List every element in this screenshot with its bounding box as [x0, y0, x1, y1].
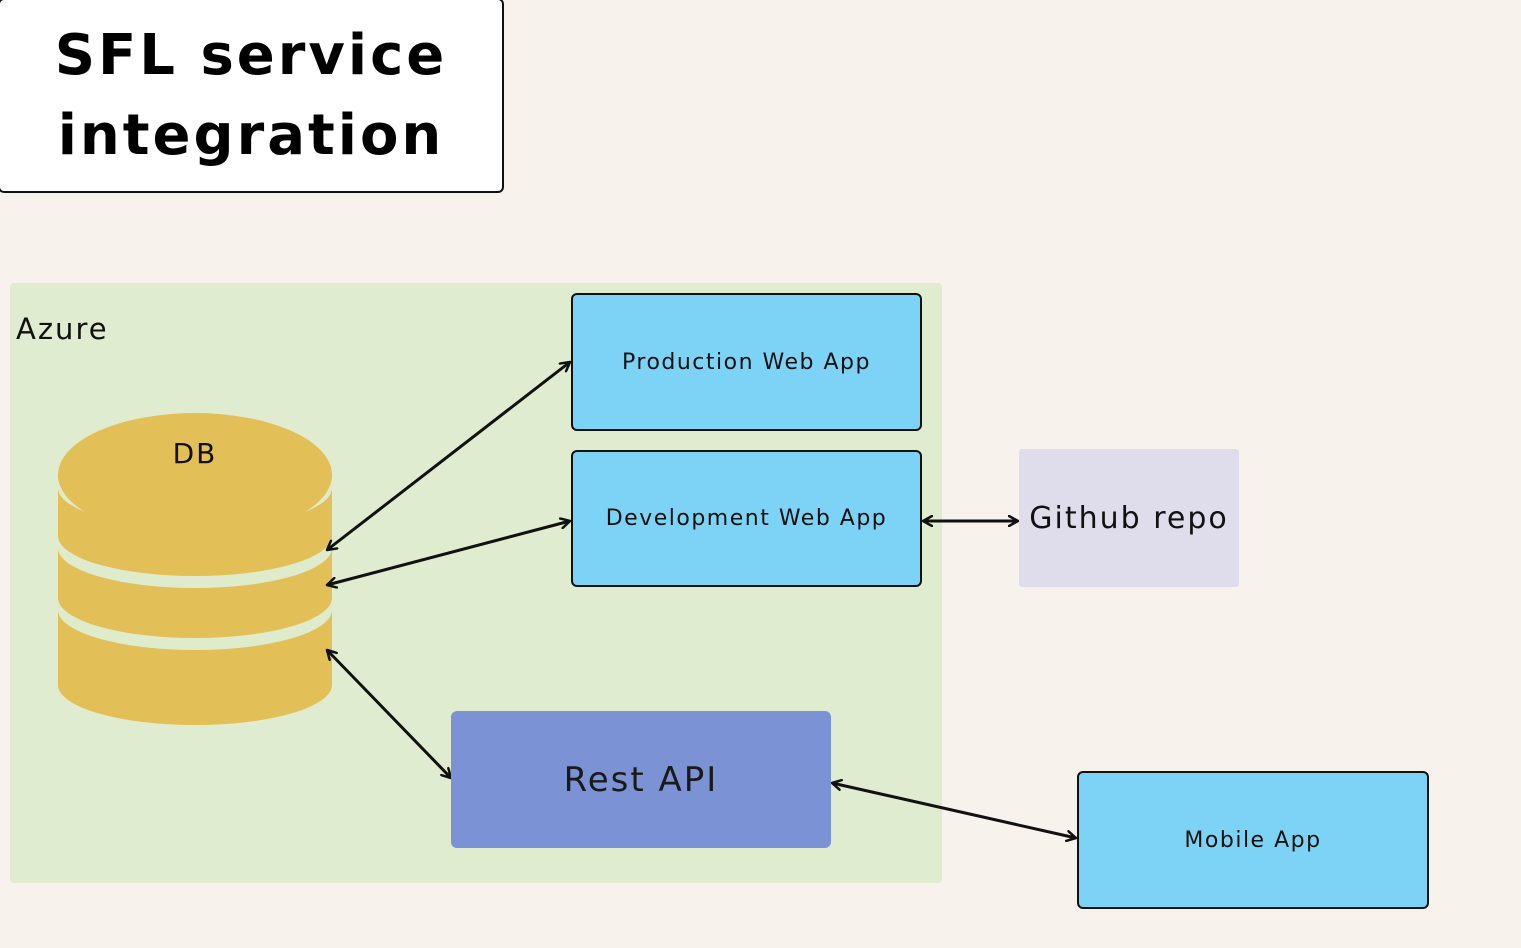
connector-lines: [327, 362, 1076, 838]
db-label: DB: [172, 437, 218, 470]
mobile-app-label: Mobile App: [1184, 827, 1322, 853]
mobile-app-node: Mobile App: [1077, 771, 1429, 909]
connector-rest-api-mobile: [832, 783, 1076, 838]
database-cylinder-icon: [58, 413, 332, 725]
rest-api-label: Rest API: [563, 759, 719, 800]
connector-db-production: [327, 362, 570, 550]
diagram-title: SFL service integration: [54, 22, 448, 168]
title-box: SFL service integration: [0, 0, 504, 193]
azure-region-label: Azure: [16, 312, 109, 346]
connector-db-development: [327, 521, 570, 585]
github-repo-label: Github repo: [1029, 500, 1229, 536]
rest-api-node: Rest API: [451, 711, 831, 848]
development-web-app-label: Development Web App: [605, 506, 888, 531]
production-web-app-label: Production Web App: [622, 349, 871, 375]
production-web-app-node: Production Web App: [571, 293, 922, 431]
connector-db-rest-api: [327, 650, 451, 778]
development-web-app-node: Development Web App: [571, 450, 922, 587]
github-repo-node: Github repo: [1019, 449, 1239, 587]
